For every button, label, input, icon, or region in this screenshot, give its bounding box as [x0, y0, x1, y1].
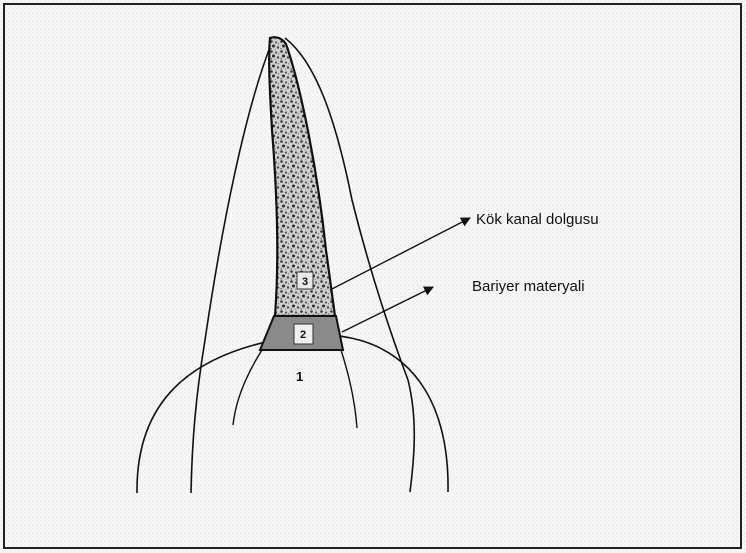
- marker-1: 1: [296, 369, 303, 384]
- marker-3: 3: [302, 276, 308, 288]
- marker-2: 2: [300, 329, 306, 341]
- label-root-canal-filling: Kök kanal dolgusu: [476, 211, 599, 228]
- label-barrier-material: Bariyer materyali: [472, 278, 585, 295]
